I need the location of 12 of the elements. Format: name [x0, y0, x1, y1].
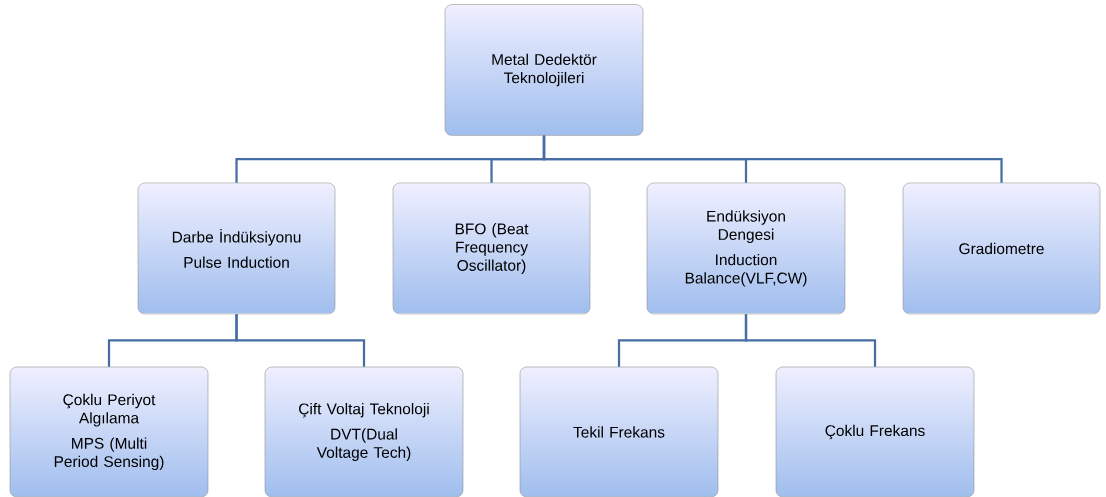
- process-box: Metal Dedektör Teknolojileri: [444, 4, 644, 136]
- process-box: Gradiometre: [902, 182, 1101, 315]
- connector-line: [542, 135, 1003, 183]
- process-box: Tekil Frekans: [519, 366, 719, 497]
- process-box: Çoklu Periyot Algılama MPS (Multi Period Sensing): [9, 366, 209, 497]
- process-box: Endüksiyon Dengesi Induction Balance(VLF,CW): [646, 182, 846, 315]
- process-box: BFO (Beat Frequency Oscillator): [392, 182, 591, 315]
- process-box: Çift Voltaj Teknoloji DVT(Dual Voltage Tech): [264, 366, 464, 497]
- connector-line: [235, 314, 366, 367]
- process-box: Darbe İndüksiyonu Pulse Induction: [137, 182, 336, 315]
- connector-line: [744, 314, 877, 367]
- process-box: Çoklu Frekans: [775, 366, 975, 497]
